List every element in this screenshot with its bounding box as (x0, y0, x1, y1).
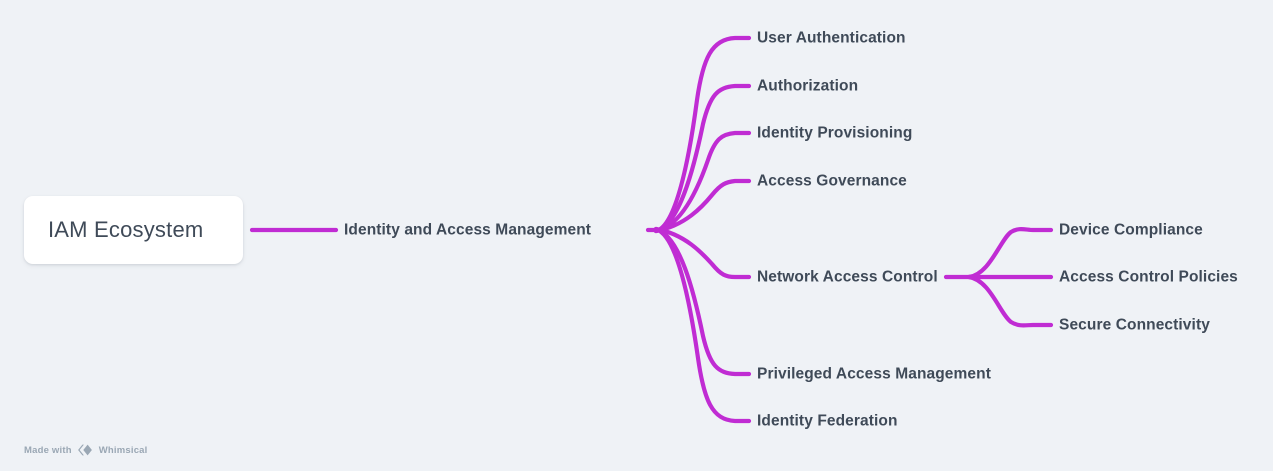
node-access-governance[interactable]: Access Governance (757, 173, 907, 189)
node-label: Identity and Access Management (344, 221, 592, 239)
node-identity-provisioning[interactable]: Identity Provisioning (757, 125, 912, 141)
edge-nac-device-compliance (966, 227, 1054, 280)
node-secure-connectivity[interactable]: Secure Connectivity (1059, 317, 1210, 333)
edge-hub-privileged-access-management (653, 226, 752, 377)
node-access-control-policies[interactable]: Access Control Policies (1059, 269, 1238, 285)
whimsical-diamond-icon (77, 444, 94, 456)
watermark-prefix: Made with (24, 444, 72, 456)
node-label: Network Access Control (757, 268, 938, 286)
edge-hub-user-authentication (653, 35, 752, 234)
node-identity-federation[interactable]: Identity Federation (757, 413, 898, 429)
watermark-brand: Whimsical (98, 444, 148, 456)
node-label: Access Governance (757, 172, 907, 190)
edge-nac-secure-connectivity (966, 274, 1054, 328)
root-node-iam-ecosystem[interactable]: IAM Ecosystem (24, 196, 243, 264)
node-label: Authorization (757, 77, 859, 95)
node-privileged-access-management[interactable]: Privileged Access Management (757, 366, 991, 382)
node-label: User Authentication (757, 29, 906, 47)
node-label: Identity Federation (757, 412, 898, 430)
root-node-label: IAM Ecosystem (48, 217, 204, 242)
node-label: Identity Provisioning (757, 124, 913, 142)
node-label: Privileged Access Management (757, 365, 991, 383)
whimsical-watermark[interactable]: Made with Whimsical (24, 444, 148, 456)
node-authorization[interactable]: Authorization (757, 78, 858, 94)
node-user-authentication[interactable]: User Authentication (757, 30, 906, 46)
edge-hub-network-access-control (653, 226, 752, 280)
edge-hub-authorization (653, 83, 752, 234)
edge-hub-identity-federation (653, 226, 752, 424)
node-identity-and-access-management[interactable]: Identity and Access Management (344, 222, 591, 238)
node-label: Secure Connectivity (1059, 316, 1210, 334)
node-label: Device Compliance (1059, 221, 1203, 239)
node-label: Access Control Policies (1059, 268, 1238, 286)
node-device-compliance[interactable]: Device Compliance (1059, 222, 1203, 238)
edge-hub-identity-provisioning (653, 130, 752, 234)
node-network-access-control[interactable]: Network Access Control (757, 269, 938, 285)
edge-hub-access-governance (653, 178, 752, 234)
